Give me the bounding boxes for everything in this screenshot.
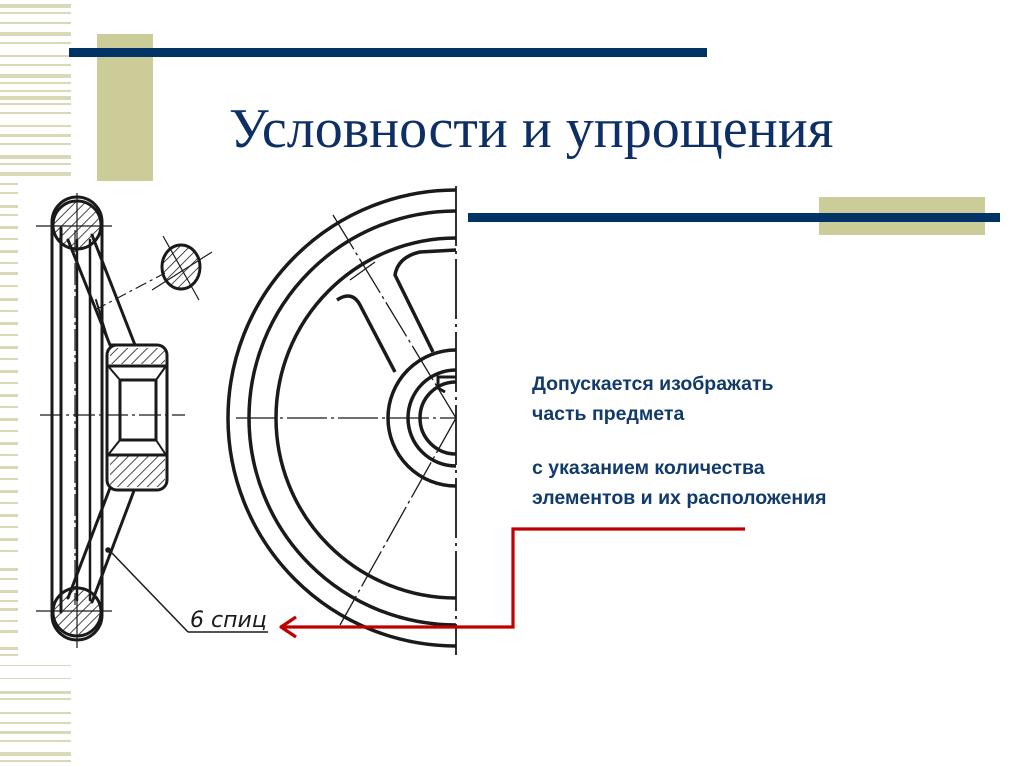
- spokes-count-label: 6 спиц: [190, 608, 267, 633]
- left-stripe-decoration: [0, 0, 71, 767]
- center-lines: [36, 193, 213, 648]
- keyway: [436, 375, 456, 394]
- text-block-1: Допускается изображать часть предмета: [532, 369, 774, 429]
- text-line: с указанием количества: [532, 457, 765, 479]
- slide-title: Условности и упрощения: [229, 98, 834, 160]
- text-line: элементов и их расположения: [532, 487, 827, 509]
- text-line: Допускается изображать: [532, 373, 774, 395]
- pointer-arrow: [279, 527, 745, 639]
- spoke-windows: [288, 248, 457, 418]
- front-center-lines: [236, 214, 457, 626]
- annotation-leader: [105, 547, 268, 633]
- decorative-rect-top: [97, 34, 153, 181]
- text-line: часть предмета: [532, 403, 685, 425]
- title-bottom-bar: [468, 213, 1000, 222]
- title-top-bar: [69, 48, 707, 57]
- side-section-view: [50, 195, 202, 642]
- text-block-2: с указанием количества элементов и их ра…: [532, 453, 826, 513]
